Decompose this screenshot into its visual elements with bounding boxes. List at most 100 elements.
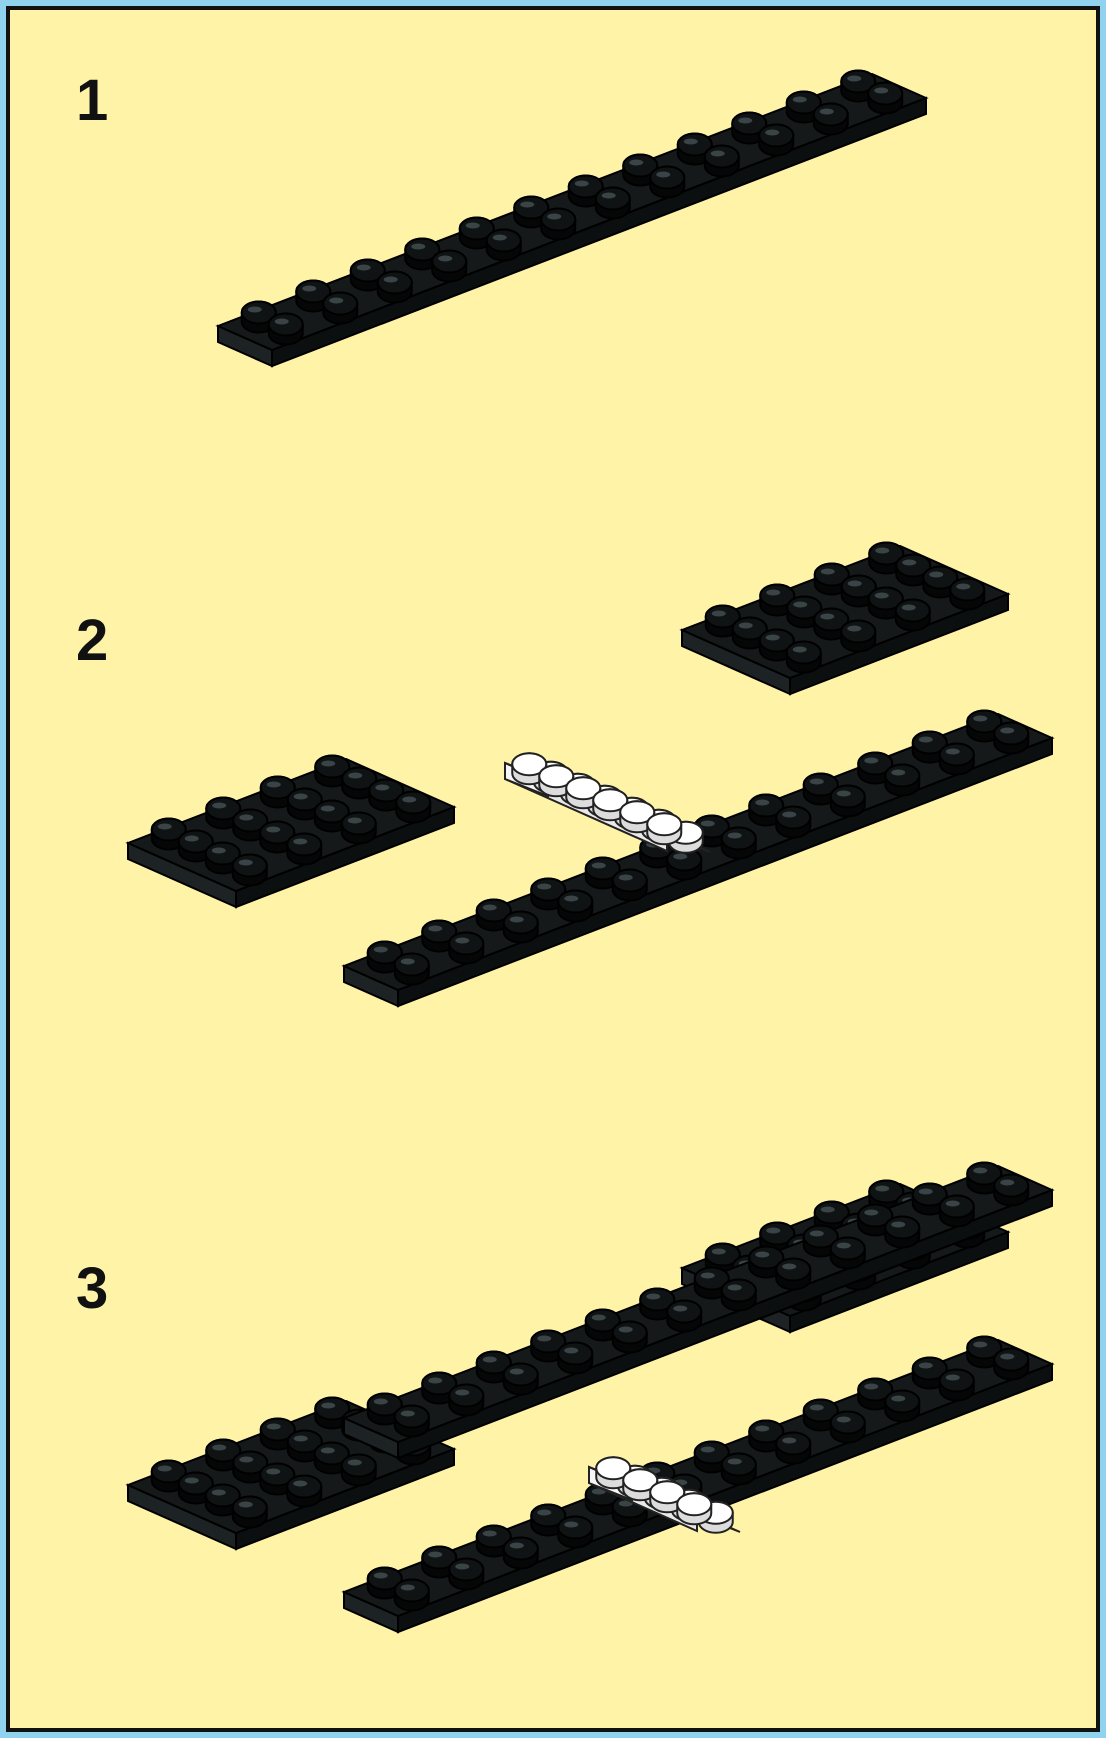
step3-base-plate-stud-shine	[564, 1522, 578, 1528]
step3-top-plate-stud-top	[940, 1196, 974, 1218]
step2-base-plate-stud-top	[722, 828, 756, 850]
step2-left-plate-stud-shine	[158, 824, 172, 830]
step3-right-plate-stud-shine	[875, 1186, 889, 1192]
step3-base-plate-stud-shine	[810, 1405, 824, 1411]
step2-left-plate-stud-shine	[266, 827, 280, 833]
illustration-canvas	[10, 10, 1100, 1732]
step1-plate-stud-top	[705, 146, 739, 168]
step2-base-plate-stud-shine	[510, 917, 524, 923]
step-2-assembly-illustration	[128, 543, 1052, 1007]
step1-plate-stud-shine	[248, 307, 262, 313]
step2-left-plate-stud-shine	[239, 860, 253, 866]
step2-base-plate-stud-top	[558, 891, 592, 913]
step3-base-plate-stud-top	[449, 1559, 483, 1581]
step3-base-plate-stud-top	[994, 1349, 1028, 1371]
step3-base-plate-stud-top	[940, 1370, 974, 1392]
step2-right-plate-stud-shine	[875, 548, 889, 554]
step3-base-plate-stud-shine	[428, 1552, 442, 1558]
step3-base-plate-stud-shine	[537, 1510, 551, 1516]
step3-base-plate-stud-top	[776, 1433, 810, 1455]
step2-right-plate-stud-shine	[902, 560, 916, 566]
step2-base-plate-stud-shine	[455, 938, 469, 944]
step3-top-plate-stud-top	[395, 1406, 429, 1428]
step1-plate-stud-shine	[711, 151, 725, 157]
step2-base-plate-stud-shine	[891, 770, 905, 776]
step3-top-plate-stud-top	[504, 1364, 538, 1386]
step3-top-plate-stud-shine	[510, 1369, 524, 1375]
step3-top-plate-stud-top	[776, 1259, 810, 1281]
step3-base-plate-stud-shine	[891, 1396, 905, 1402]
step3-top-plate-stud-top	[722, 1280, 756, 1302]
step2-left-plate-stud-shine	[185, 836, 199, 842]
step3-base-plate-stud-shine	[919, 1363, 933, 1369]
step2-base-plate-stud-shine	[810, 779, 824, 785]
step2-white-plate	[505, 753, 710, 853]
step3-left-plate-stud-shine	[348, 1460, 362, 1466]
step3-base-plate-stud-shine	[728, 1459, 742, 1465]
step-3-assembly-illustration	[128, 1163, 1052, 1633]
step2-right-plate-stud-shine	[821, 569, 835, 575]
step3-base-plate-stud-top	[722, 1454, 756, 1476]
step3-left-plate-stud-shine	[321, 1448, 335, 1454]
step1-plate-stud-top	[868, 83, 902, 105]
step2-base-plate-stud-shine	[864, 758, 878, 764]
step2-right-plate-stud-shine	[712, 611, 726, 617]
step2-left-plate-stud-shine	[212, 848, 226, 854]
step2-base-plate-stud-top	[831, 786, 865, 808]
step3-left-plate-stud-top	[287, 1476, 321, 1498]
step3-top-plate-stud-shine	[646, 1294, 660, 1300]
step2-base-plate-stud-shine	[374, 947, 388, 953]
step3-top-plate-stud-shine	[728, 1285, 742, 1291]
step2-base-plate-stud-shine	[673, 854, 687, 860]
step3-base-plate-stud-shine	[483, 1531, 497, 1537]
step2-right-plate-stud-shine	[875, 593, 889, 599]
step2-right-plate-stud-top	[950, 579, 984, 601]
step3-base-plate-stud-top	[831, 1412, 865, 1434]
step3-left-plate-stud-shine	[239, 1457, 253, 1463]
step3-top-plate-stud-shine	[973, 1168, 987, 1174]
step3-right-plate-stud-shine	[821, 1207, 835, 1213]
step3-left-plate-stud-top	[342, 1455, 376, 1477]
step3-base-plate-stud-shine	[401, 1585, 415, 1591]
step2-base-plate-stud-top	[885, 765, 919, 787]
step2-right-plate-stud-shine	[739, 623, 753, 629]
step2-white-plate-stud-top	[647, 813, 681, 835]
step1-plate-stud-shine	[575, 181, 589, 187]
step3-base-plate-stud-shine	[782, 1438, 796, 1444]
step1-plate-stud-shine	[684, 139, 698, 145]
step2-left-plate-stud-top	[287, 834, 321, 856]
step2-left-plate-stud-shine	[212, 803, 226, 809]
step2-base-plate-stud-shine	[564, 896, 578, 902]
step2-right-plate-stud-shine	[847, 626, 861, 632]
step2-left-plate	[128, 756, 454, 908]
step1-plate-stud-shine	[493, 235, 507, 241]
step3-left-plate-stud-shine	[185, 1478, 199, 1484]
step2-right-plate-stud-shine	[848, 581, 862, 587]
step3-base-plate-stud-shine	[864, 1384, 878, 1390]
step3-left-plate-stud-shine	[294, 1436, 308, 1442]
step2-left-plate-stud-shine	[321, 761, 335, 767]
step3-left-plate-stud-shine	[212, 1445, 226, 1451]
step1-plate-stud-shine	[765, 130, 779, 136]
step3-base-plate-stud-shine	[973, 1342, 987, 1348]
step2-base-plate-stud-shine	[428, 926, 442, 932]
step3-top-plate-stud-shine	[864, 1210, 878, 1216]
step3-base-plate-stud-top	[395, 1580, 429, 1602]
step2-base-plate-stud-shine	[401, 959, 415, 965]
step2-base-plate-stud-shine	[755, 800, 769, 806]
step2-left-plate-stud-shine	[402, 797, 416, 803]
step1-plate-stud-shine	[874, 88, 888, 94]
step3-base-plate-stud-shine	[755, 1426, 769, 1432]
step2-base-plate-stud-shine	[1000, 728, 1014, 734]
step3-top-plate-stud-top	[613, 1322, 647, 1344]
step2-base-plate-stud-shine	[973, 716, 987, 722]
step2-right-plate-stud-top	[787, 642, 821, 664]
step1-plate-stud-shine	[357, 265, 371, 271]
step1-plate-stud-top	[432, 251, 466, 273]
step3-right-plate-stud-shine	[712, 1249, 726, 1255]
step3-base-plate-stud-shine	[837, 1417, 851, 1423]
step3-left-plate-stud-shine	[239, 1502, 253, 1508]
step3-top-plate-stud-shine	[946, 1201, 960, 1207]
step1-plate-stud-shine	[738, 118, 752, 124]
